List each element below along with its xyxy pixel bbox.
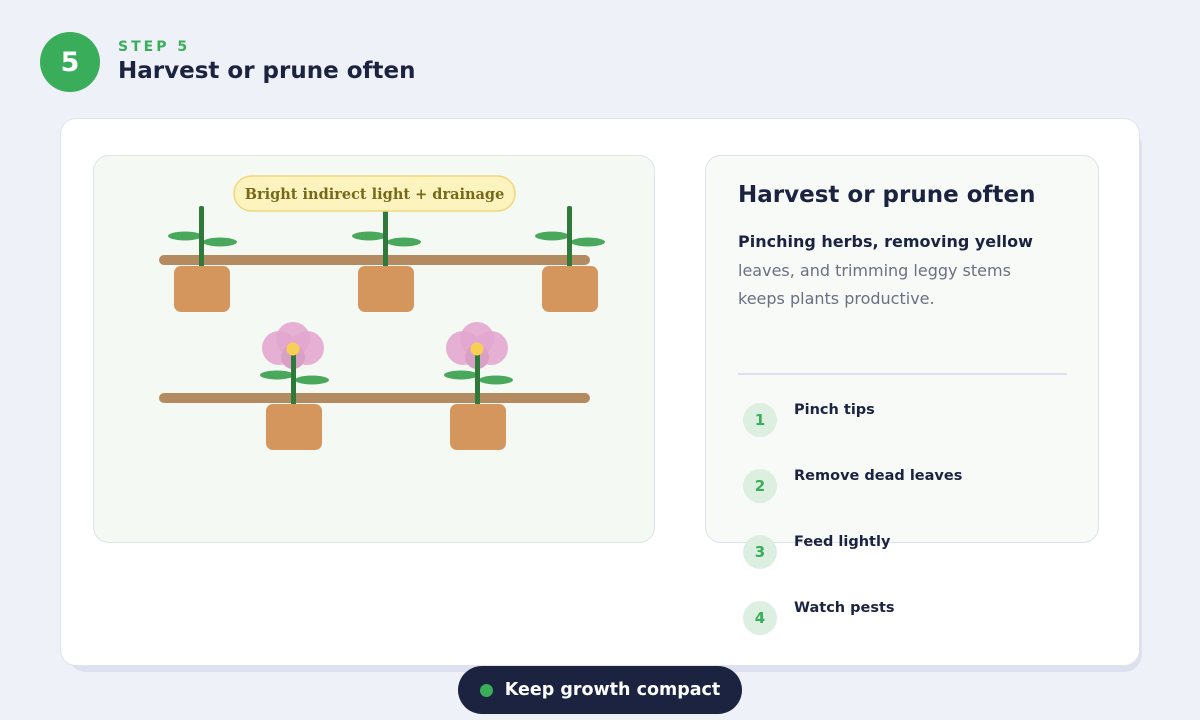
tip-label: Feed lightly bbox=[794, 534, 891, 550]
tip-item-remove-dead-leaves: 2 Remove dead leaves bbox=[743, 466, 1063, 506]
herb-plant-icon bbox=[352, 206, 421, 268]
plant-pot-icon bbox=[358, 266, 414, 312]
summary-pill-label: Keep growth compact bbox=[504, 680, 721, 700]
illustration-canvas: Bright indirect light + drainage bbox=[159, 175, 605, 450]
divider bbox=[738, 373, 1067, 375]
step-kicker: STEP 5 bbox=[118, 38, 191, 55]
flowering-plant-icon bbox=[444, 322, 513, 406]
page-title: Harvest or prune often bbox=[118, 57, 416, 84]
light-badge bbox=[233, 175, 516, 212]
tip-label: Remove dead leaves bbox=[794, 468, 963, 484]
tip-number: 2 bbox=[743, 469, 777, 503]
tip-label: Pinch tips bbox=[794, 402, 875, 418]
plant-shelf-illustration: Bright indirect light + drainage bbox=[93, 155, 655, 543]
summary-pill: Keep growth compact bbox=[458, 666, 742, 714]
info-lead: Pinching herbs, removing yellow bbox=[738, 232, 1033, 251]
tip-label: Watch pests bbox=[794, 600, 895, 616]
tip-item-watch-pests: 4 Watch pests bbox=[743, 598, 1063, 638]
plant-pot-icon bbox=[542, 266, 598, 312]
shelf-icon bbox=[159, 255, 590, 265]
tip-number: 1 bbox=[743, 403, 777, 437]
plant-pot-icon bbox=[450, 404, 506, 450]
plant-pot-icon bbox=[266, 404, 322, 450]
step-number-badge: 5 bbox=[40, 32, 100, 92]
tip-item-pinch-tips: 1 Pinch tips bbox=[743, 400, 1063, 440]
info-title: Harvest or prune often bbox=[738, 182, 1036, 208]
light-badge-label: Bright indirect light + drainage bbox=[245, 186, 505, 203]
status-dot-icon bbox=[479, 683, 493, 697]
flowering-plant-icon bbox=[260, 322, 329, 406]
herb-plant-icon bbox=[535, 206, 605, 268]
step-header: 5 STEP 5 Harvest or prune often bbox=[40, 32, 415, 92]
plant-pot-icon bbox=[174, 266, 230, 312]
herb-plant-icon bbox=[168, 206, 237, 268]
info-description: Pinching herbs, removing yellow leaves, … bbox=[738, 228, 1058, 314]
tip-number: 3 bbox=[743, 535, 777, 569]
shelf-icon bbox=[159, 393, 590, 403]
info-body-text: leaves, and trimming leggy stems keeps p… bbox=[738, 260, 1011, 309]
tip-number: 4 bbox=[743, 601, 777, 635]
tip-item-feed-lightly: 3 Feed lightly bbox=[743, 532, 1063, 572]
step-heading: STEP 5 Harvest or prune often bbox=[118, 39, 415, 86]
